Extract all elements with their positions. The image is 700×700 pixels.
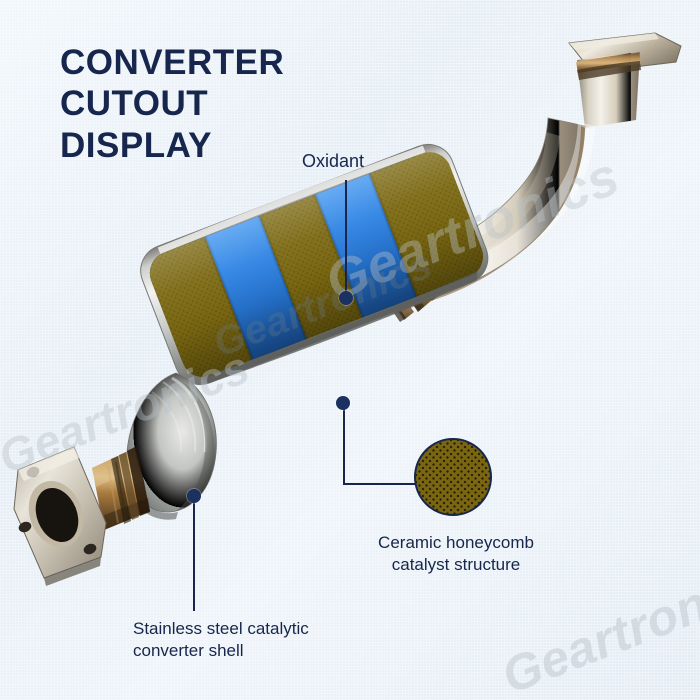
title-line-3: DISPLAY: [60, 125, 212, 165]
oxidant-leader-line: [345, 180, 347, 298]
honeycomb-leader-vertical: [343, 404, 345, 485]
page-title: CONVERTER CUTOUT DISPLAY: [60, 42, 284, 166]
top-flange-group: [568, 32, 682, 128]
honeycomb-leader-horizontal: [343, 483, 431, 485]
callout-label-honeycomb: Ceramic honeycomb catalyst structure: [378, 533, 534, 574]
inlet-pipe: [92, 446, 150, 530]
callout-label-oxidant: Oxidant: [302, 151, 365, 171]
bottom-oval-flange: [13, 446, 107, 586]
title-line-2: CUTOUT: [60, 84, 209, 124]
honeycomb-leader-dot: [336, 396, 350, 410]
shell-leader-dot: [187, 489, 201, 503]
shell-leader-line: [193, 495, 195, 611]
honeycomb-circle-icon: [414, 438, 492, 516]
callout-label-shell: Stainless steel catalytic converter shel…: [133, 619, 309, 660]
title-line-1: CONVERTER: [60, 43, 285, 82]
converter-shell: [140, 143, 490, 386]
oxidant-leader-dot: [339, 291, 353, 305]
